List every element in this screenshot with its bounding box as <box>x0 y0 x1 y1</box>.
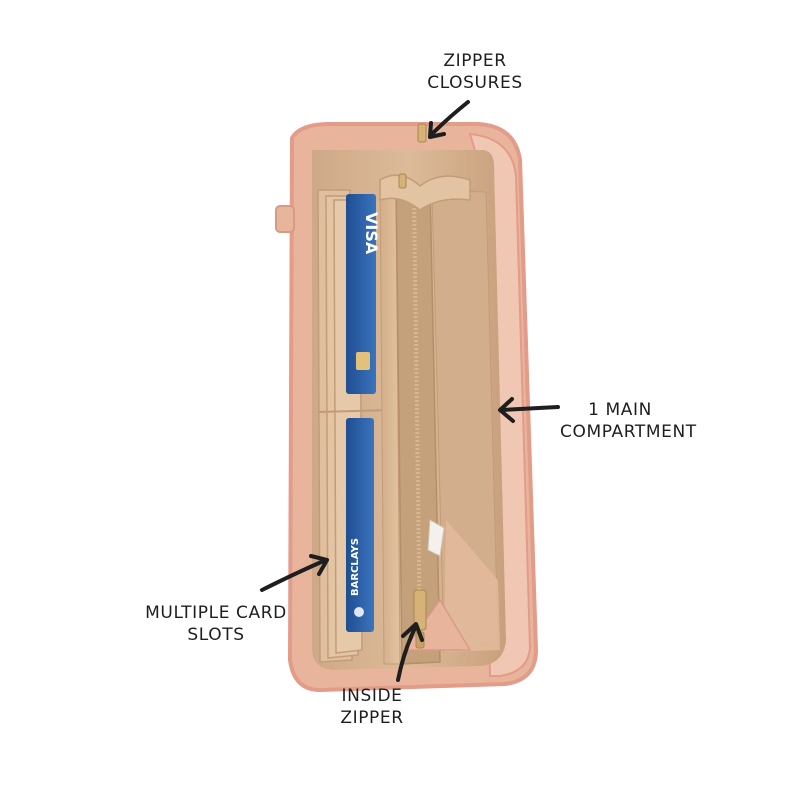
label-line: INSIDE <box>341 686 403 706</box>
strap-loop <box>275 205 295 233</box>
label-inside-zipper: INSIDE ZIPPER <box>322 685 422 729</box>
label-line: SLOTS <box>187 625 245 645</box>
hang-tag <box>427 519 445 557</box>
card-brand-visa: VISA <box>362 212 381 255</box>
label-line: MULTIPLE CARD <box>145 603 287 623</box>
label-zipper-closures: ZIPPER CLOSURES <box>410 50 540 94</box>
arrow-main-compartment <box>498 397 560 423</box>
label-line: CLOSURES <box>427 73 523 93</box>
arrow-inside-zipper <box>396 622 424 682</box>
zipper-teeth <box>412 191 422 641</box>
zipper-pull-top <box>398 123 427 189</box>
arrow-zipper-closures <box>428 100 470 139</box>
label-card-slots: MULTIPLE CARD SLOTS <box>136 602 296 646</box>
label-line: ZIPPER <box>443 51 507 71</box>
label-line: 1 MAIN <box>588 400 652 420</box>
label-main-compartment: 1 MAIN COMPARTMENT <box>560 399 697 443</box>
credit-card-top: VISA <box>346 194 381 394</box>
card-brand-barclays: BARCLAYS <box>350 538 361 596</box>
credit-card-bottom: BARCLAYS <box>346 418 374 632</box>
label-line: COMPARTMENT <box>560 422 697 442</box>
arrow-card-slots <box>260 554 329 592</box>
label-line: ZIPPER <box>340 708 404 728</box>
